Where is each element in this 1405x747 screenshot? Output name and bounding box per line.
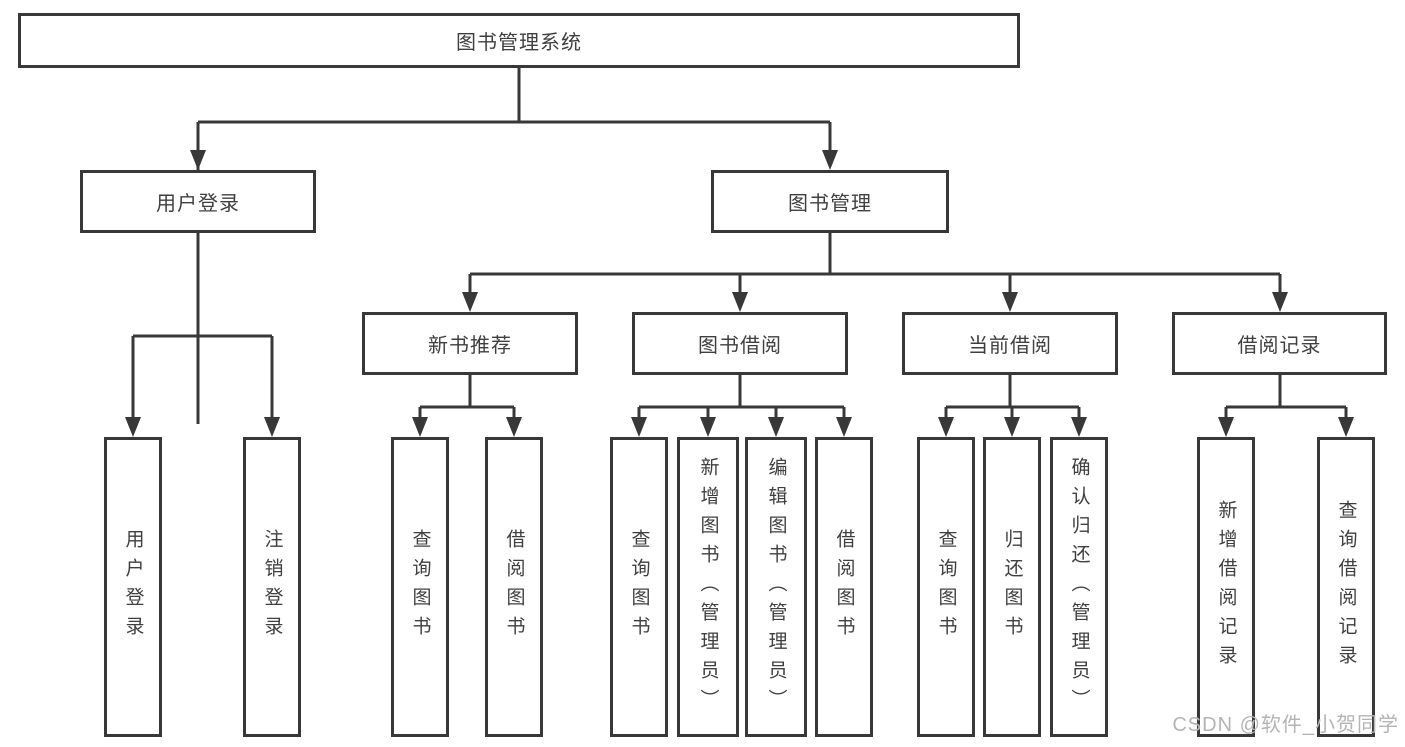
leaf-label: 新增借阅记录 (1215, 500, 1237, 674)
node-book-borrowing: 图书借阅 (632, 312, 848, 375)
leaf-label: 查询图书 (628, 529, 650, 645)
csdn-watermark: CSDN @软件_小贺同学 (1172, 714, 1399, 736)
leaf-label: 注销登录 (261, 529, 283, 645)
node-library-management-system: 图书管理系统 (18, 13, 1020, 68)
node-new-book-recommend: 新书推荐 (362, 312, 578, 375)
leaf-return-books: 归还图书 (983, 437, 1041, 737)
leaf-borrow-books: 借阅图书 (815, 437, 873, 737)
node-user-login: 用户登录 (80, 170, 316, 233)
leaf-label: 查询图书 (935, 529, 957, 645)
leaf-query-books-current: 查询图书 (917, 437, 975, 737)
node-borrowing-records: 借阅记录 (1172, 312, 1387, 375)
leaf-query-books-recommend: 查询图书 (391, 437, 449, 737)
leaf-user-login: 用户登录 (104, 437, 162, 737)
leaf-label: 查询图书 (409, 529, 431, 645)
leaf-label: 新增图书（管理员） (697, 456, 719, 718)
leaf-add-books-admin: 新增图书（管理员） (677, 437, 739, 737)
leaf-label: 借阅图书 (833, 529, 855, 645)
leaf-logout: 注销登录 (243, 437, 301, 737)
leaf-label: 查询借阅记录 (1335, 500, 1357, 674)
leaf-label: 确认归还（管理员） (1068, 456, 1090, 718)
leaf-edit-books-admin: 编辑图书（管理员） (745, 437, 807, 737)
leaf-query-books-borrowing: 查询图书 (610, 437, 668, 737)
node-current-borrowing: 当前借阅 (902, 312, 1118, 375)
leaf-add-borrow-record: 新增借阅记录 (1197, 437, 1255, 737)
leaf-label: 归还图书 (1001, 529, 1023, 645)
leaf-borrow-books-recommend: 借阅图书 (485, 437, 543, 737)
leaf-label: 编辑图书（管理员） (765, 456, 787, 718)
leaf-label: 用户登录 (122, 529, 144, 645)
node-book-management: 图书管理 (711, 170, 949, 233)
leaf-confirm-return-admin: 确认归还（管理员） (1050, 437, 1108, 737)
leaf-query-borrow-record: 查询借阅记录 (1317, 437, 1375, 737)
leaf-label: 借阅图书 (503, 529, 525, 645)
